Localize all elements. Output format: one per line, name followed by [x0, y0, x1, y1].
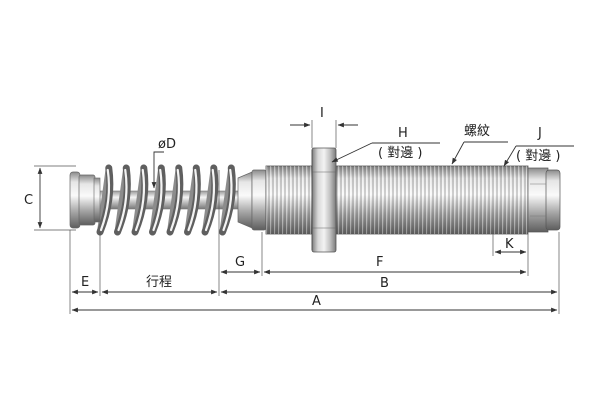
- threaded-body: [265, 165, 529, 235]
- rod-end-cap: [69, 171, 101, 229]
- coil-spring: [96, 164, 236, 236]
- label-j-note: ( 對邊 ): [516, 149, 560, 164]
- label-h: H: [398, 126, 408, 141]
- spring-coil-highlight: [222, 168, 233, 232]
- dimension-labels: C øD I H ( 對邊 ) 螺紋 J ( 對邊 ) K G F E 行程 B…: [24, 106, 560, 309]
- label-j: J: [537, 126, 542, 141]
- spring-coil-highlight: [152, 168, 163, 232]
- spring-coil-highlight: [99, 168, 111, 232]
- spring-coil-highlight: [169, 168, 181, 232]
- label-i: I: [320, 106, 324, 121]
- spring-coil-highlight: [134, 168, 146, 232]
- shock-absorber: [69, 147, 561, 253]
- rear-hex-end: [527, 167, 561, 233]
- spring-coil-highlight: [117, 168, 128, 232]
- label-e: E: [81, 275, 89, 290]
- label-h-note: ( 對邊 ): [378, 146, 422, 161]
- label-c: C: [24, 193, 33, 208]
- label-b: B: [380, 276, 389, 291]
- label-stroke: 行程: [146, 275, 172, 290]
- label-d: øD: [158, 137, 176, 152]
- hex-nut: [311, 147, 337, 253]
- spring-coil-highlight: [187, 168, 198, 232]
- label-k: K: [505, 237, 514, 252]
- label-g: G: [235, 255, 245, 270]
- dimension-lines: [34, 120, 574, 314]
- label-thread: 螺紋: [464, 124, 490, 139]
- stopper-collar: [237, 169, 267, 231]
- label-f: F: [376, 255, 383, 270]
- label-a: A: [312, 294, 321, 309]
- spring-coil-highlight: [204, 168, 216, 232]
